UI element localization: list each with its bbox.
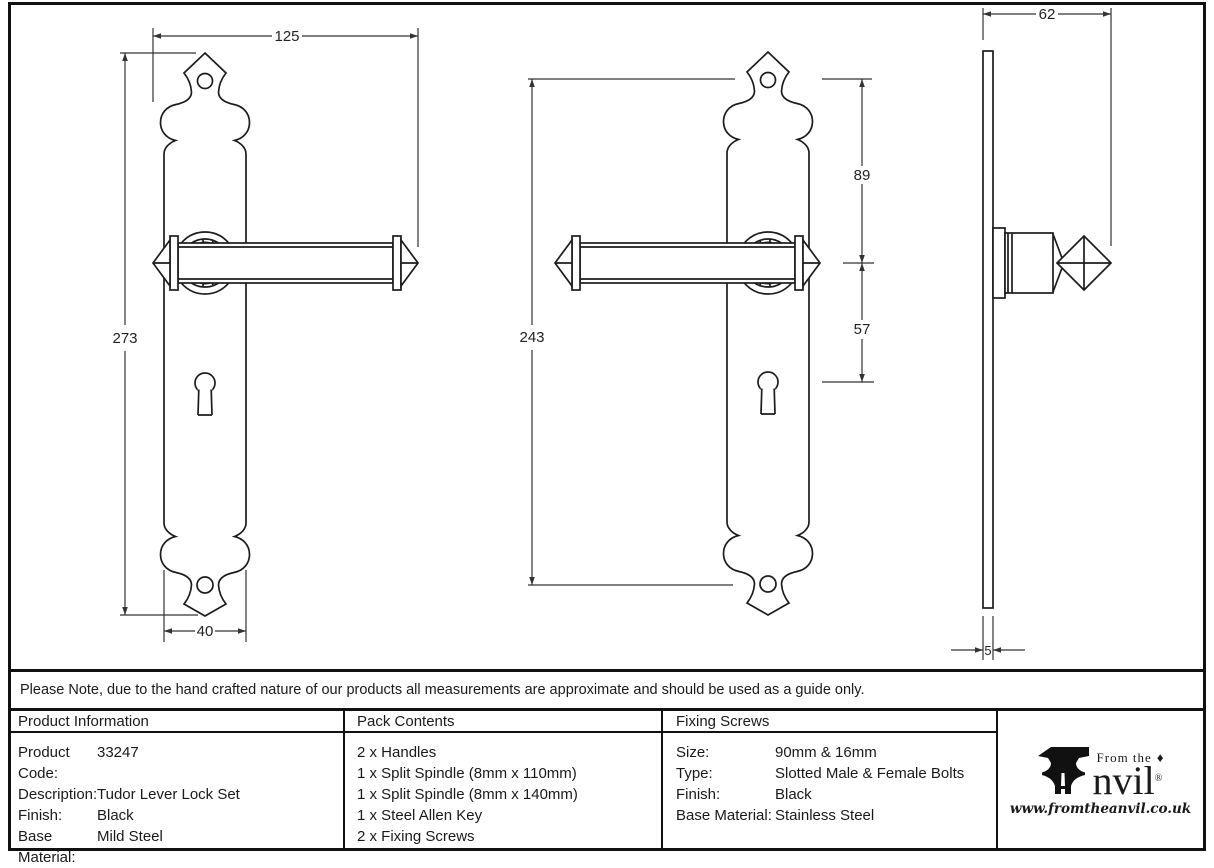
row-label: Type:	[676, 765, 713, 782]
row-value: 33247	[97, 744, 139, 761]
technical-drawing-area: 125 273 40 24	[11, 5, 1203, 669]
fixing-screws-header: Fixing Screws	[663, 711, 996, 733]
anvil-logo-icon	[1037, 743, 1091, 800]
dimension-label-fixing-centres: 243	[519, 329, 544, 346]
list-item: 2 x Handles	[357, 744, 437, 761]
note-text: Please Note, due to the hand crafted nat…	[20, 682, 865, 698]
side-view	[982, 50, 1113, 609]
dimension-label-plate-thickness: 5	[984, 643, 991, 658]
table-row: Base Material: Mild Steel	[11, 826, 343, 868]
dimension-label-top-to-handle: 89	[854, 167, 871, 184]
table-row: Product Code: 33247	[11, 742, 343, 784]
fixing-screws-column: Fixing Screws Size: 90mm & 16mm Type: Sl…	[663, 711, 998, 848]
row-value: Tudor Lever Lock Set	[97, 786, 240, 803]
dimension-label-handle-to-keyhole: 57	[854, 321, 871, 338]
brand-logo: From the ♦ nvil ® www.fromtheanvil.co.uk	[1010, 743, 1191, 817]
brand-wordmark: nvil	[1092, 757, 1155, 803]
dimension-fixing-centres	[528, 78, 872, 586]
row-label: Base Material:	[18, 828, 76, 866]
row-label: Size:	[676, 744, 710, 761]
product-information-header: Product Information	[11, 711, 343, 733]
spec-sheet: 125 273 40 24	[8, 2, 1206, 866]
row-value: 90mm & 16mm	[775, 744, 877, 761]
spec-table: Product Information Product Code: 33247 …	[11, 708, 1203, 866]
dimension-projection	[982, 8, 1112, 246]
dimension-label-plate-width: 125	[274, 28, 299, 45]
table-row: Size: 90mm & 16mm	[663, 742, 996, 763]
front-view-left	[152, 52, 419, 617]
row-label: Finish:	[676, 786, 721, 803]
brand-prefix: From the ♦	[1097, 750, 1165, 766]
dimension-handle-to-keyhole	[822, 262, 874, 383]
product-information-column: Product Information Product Code: 33247 …	[11, 711, 345, 866]
row-label: Description:	[18, 786, 98, 803]
table-row: Type: Slotted Male & Female Bolts	[663, 763, 996, 784]
brand-prefix-text: From the	[1096, 749, 1152, 765]
dimension-label-projection: 62	[1039, 6, 1056, 23]
dimension-plate-height	[120, 52, 198, 616]
dimension-plate-bottom-width	[163, 570, 247, 642]
pack-contents-column: Pack Contents 2 x Handles 1 x Split Spin…	[345, 711, 663, 848]
note-bar: Please Note, due to the hand crafted nat…	[11, 669, 1203, 708]
dimension-label-plate-bottom-width: 40	[197, 623, 214, 640]
table-row: Description: Tudor Lever Lock Set	[11, 784, 343, 805]
dimension-plate-width	[152, 28, 419, 247]
front-view-middle	[554, 51, 821, 616]
row-value: Black	[97, 807, 134, 824]
brand-cell: From the ♦ nvil ® www.fromtheanvil.co.uk	[998, 711, 1203, 848]
technical-drawing: 125 273 40 24	[112, 6, 1113, 660]
list-item: 2 x Fixing Screws	[357, 828, 475, 845]
dimension-top-to-handle	[859, 79, 865, 263]
list-item: 1 x Steel Allen Key	[357, 807, 483, 824]
registered-mark: ®	[1154, 772, 1163, 784]
table-row: Finish: Black	[11, 805, 343, 826]
list-item: 1 x Split Spindle (8mm x 110mm)	[357, 765, 577, 782]
dimension-plate-thickness	[951, 616, 1025, 660]
table-row: Base Material: Stainless Steel	[663, 805, 996, 826]
table-row: Finish: Black	[663, 784, 996, 805]
row-value: Mild Steel	[97, 828, 163, 845]
row-value: Black	[775, 786, 812, 803]
brand-website: www.fromtheanvil.co.uk	[1009, 800, 1192, 817]
row-value: Slotted Male & Female Bolts	[775, 765, 965, 782]
diamond-icon: ♦	[1156, 749, 1165, 765]
dimension-label-plate-height: 273	[112, 330, 137, 347]
list-item: 1 x Split Spindle (8mm x 140mm)	[357, 786, 578, 803]
row-label: Finish:	[18, 807, 63, 824]
row-value: Stainless Steel	[775, 807, 875, 824]
row-label: Product Code:	[18, 744, 70, 782]
row-label: Base Material:	[676, 807, 772, 824]
pack-contents-header: Pack Contents	[345, 711, 661, 733]
